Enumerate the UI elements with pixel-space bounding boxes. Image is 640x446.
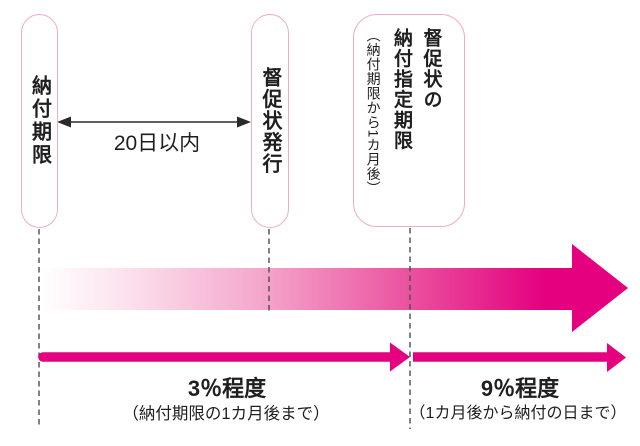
- designated-deadline-title-line1: 督促状の: [420, 28, 442, 110]
- interval-label: 20日以内: [113, 132, 201, 155]
- milestone-pill-reminder-issued: 督促状発行: [251, 14, 289, 228]
- designated-deadline-title-line2: 納付指定期限: [391, 28, 413, 151]
- segment1-rate-label: 3％程度: [187, 376, 267, 401]
- milestone-box-designated-deadline: 督促状の 納付指定期限 （納付期限から1カ月後）: [353, 14, 465, 227]
- designated-deadline-note: （納付期限から1カ月後）: [365, 28, 382, 196]
- milestone-pill-payment-deadline: 納付期限: [21, 14, 58, 228]
- gradient-time-arrow: [42, 244, 628, 332]
- designated-deadline-text: 督促状の 納付指定期限 （納付期限から1カ月後）: [360, 28, 445, 218]
- segment2-note: （1カ月後から納付の日まで）: [409, 405, 627, 422]
- segment1-note: （納付期限の1カ月後まで）: [122, 405, 330, 423]
- payment-deadline-label: 納付期限: [28, 75, 51, 167]
- segment2-rate-label: 9％程度: [480, 376, 560, 401]
- segment1-arrow: [38, 342, 410, 372]
- segment2-arrow: [413, 343, 626, 372]
- reminder-issued-label: 督促状発行: [259, 67, 281, 175]
- interval-arrow: [57, 116, 251, 128]
